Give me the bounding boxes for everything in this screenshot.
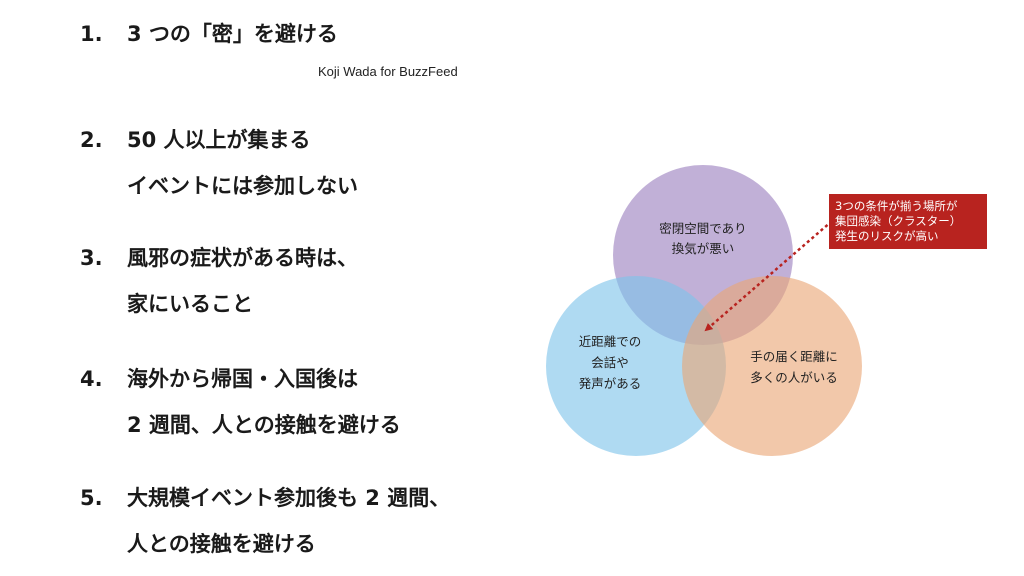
list-item-text: 3 つの「密」を避ける	[127, 22, 338, 46]
venn-label-crowded-place: 多くの人がいる	[750, 370, 838, 385]
list-item-text: 50 人以上が集まる	[127, 128, 311, 152]
venn-circle-crowded-place	[682, 276, 862, 456]
cluster-risk-callout: 3つの条件が揃う場所が 集団感染（クラスター） 発生のリスクが高い	[829, 194, 987, 249]
list-item-text: 風邪の症状がある時は、	[127, 246, 358, 270]
list-item-number: 5.	[80, 486, 103, 510]
list-item-text: 人との接触を避ける	[127, 532, 316, 556]
list-item-number: 1.	[80, 22, 103, 46]
list-item-number: 4.	[80, 367, 103, 391]
list-item-text: 2 週間、人との接触を避ける	[127, 413, 401, 437]
list-item-text: 家にいること	[127, 292, 253, 316]
venn-label-close-contact: 会話や	[591, 355, 629, 370]
callout-text: 3つの条件が揃う場所が	[835, 199, 958, 213]
callout-arrow	[704, 220, 833, 332]
venn-label-closed-space: 密閉空間であり	[659, 221, 746, 236]
list-item-text: 海外から帰国・入国後は	[127, 367, 358, 391]
list-item-number: 3.	[80, 246, 103, 270]
list-item-text: イベントには参加しない	[127, 174, 358, 198]
venn-circle-close-contact	[546, 276, 726, 456]
venn-label-close-contact: 発声がある	[579, 376, 642, 391]
callout-text: 集団感染（クラスター）	[835, 214, 962, 228]
list-item-text: 大規模イベント参加後も 2 週間、	[127, 486, 451, 510]
venn-label-close-contact: 近距離での	[579, 334, 642, 349]
venn-label-closed-space: 換気が悪い	[672, 241, 735, 256]
venn-label-crowded-place: 手の届く距離に	[750, 349, 838, 364]
callout-text: 発生のリスクが高い	[835, 229, 939, 243]
photo-credit: Koji Wada for BuzzFeed	[318, 64, 458, 79]
list-item-number: 2.	[80, 128, 103, 152]
